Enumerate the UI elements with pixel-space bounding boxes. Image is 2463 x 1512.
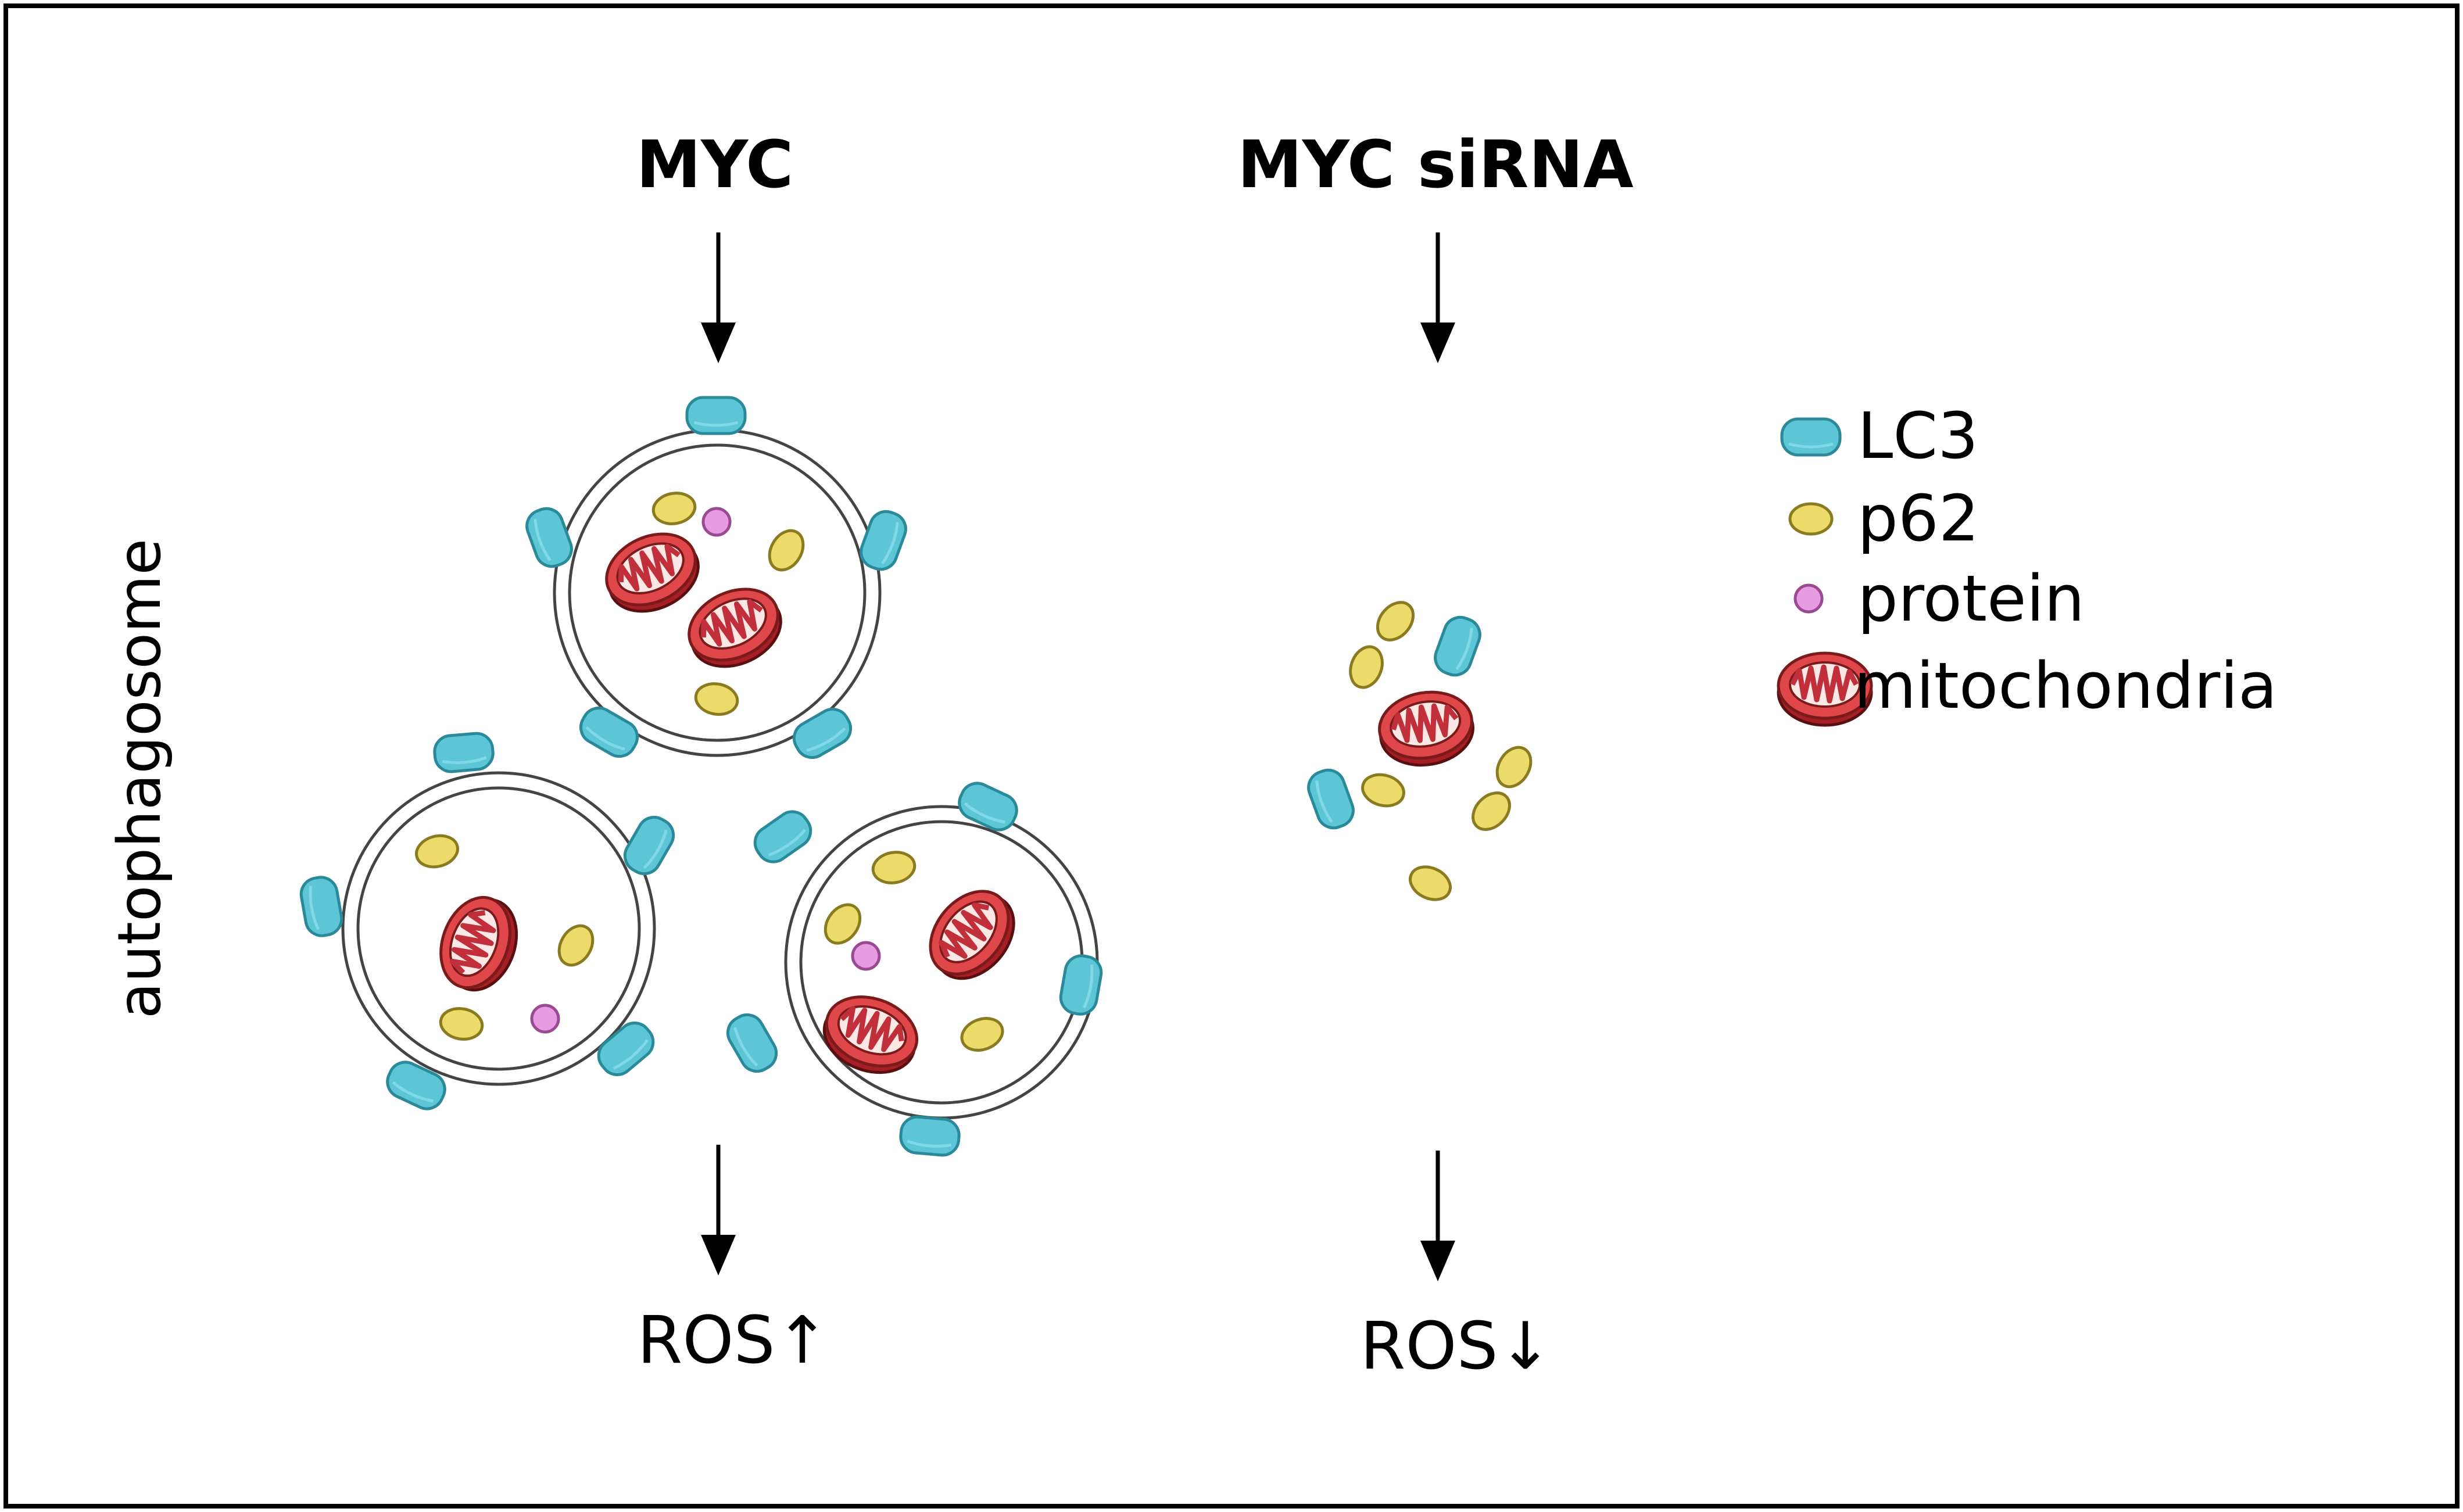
- legend-label-mitochondria: mitochondria: [1854, 648, 2277, 723]
- p62-icon: [1359, 771, 1407, 811]
- p62-icon: [1466, 786, 1517, 837]
- figure-frame: [3, 3, 2460, 1509]
- legend-label-p62: p62: [1857, 481, 1979, 556]
- lc3-icon: [1782, 419, 1840, 455]
- legend-item-mitochondria: mitochondria: [1778, 648, 2277, 725]
- down-arrow-icon: [1420, 1151, 1455, 1281]
- p62-icon: [1790, 504, 1832, 534]
- mitochondria-icon: [1374, 685, 1478, 772]
- legend-item-protein: protein: [1795, 561, 2085, 636]
- p62-icon: [1405, 861, 1455, 906]
- ros-decrease-label: ROS↓: [1361, 1309, 1553, 1384]
- p62-icon: [1345, 642, 1387, 691]
- legend: LC3 p62 protein mitochondria: [1778, 399, 2277, 725]
- lc3-icon: [857, 507, 910, 574]
- lc3-icon: [687, 397, 745, 433]
- myc-heading: MYC: [636, 127, 794, 203]
- lc3-icon: [1304, 765, 1358, 832]
- myc-sirna-heading: MYC siRNA: [1237, 127, 1634, 203]
- protein-icon: [1795, 585, 1822, 612]
- down-arrow-icon: [701, 1145, 736, 1275]
- lc3-icon: [749, 805, 817, 868]
- protein-icon: [703, 508, 730, 535]
- legend-label-protein: protein: [1857, 561, 2085, 636]
- protein-icon: [853, 943, 879, 969]
- p62-icon: [1490, 741, 1537, 793]
- lc3-icon: [522, 504, 576, 571]
- protein-icon: [532, 1005, 559, 1032]
- legend-label-lc3: LC3: [1857, 399, 1978, 473]
- autophagosome-bottom-left: [299, 732, 679, 1114]
- down-arrow-icon: [701, 232, 736, 363]
- autophagosome-top: [522, 397, 910, 764]
- lc3-icon: [899, 1116, 960, 1156]
- p62-icon: [1370, 596, 1420, 647]
- down-arrow-icon: [1420, 232, 1455, 363]
- free-components-cluster: [1304, 596, 1538, 906]
- lc3-icon: [299, 875, 344, 938]
- legend-item-lc3: LC3: [1782, 399, 1978, 473]
- lc3-icon: [1431, 612, 1484, 679]
- autophagosome-bottom-right: [722, 778, 1104, 1156]
- lc3-icon: [433, 732, 494, 773]
- autophagosome-label: autophagosome: [105, 539, 174, 1019]
- lc3-icon: [722, 1009, 782, 1077]
- legend-item-p62: p62: [1790, 481, 1979, 556]
- ros-increase-label: ROS↑: [638, 1303, 830, 1378]
